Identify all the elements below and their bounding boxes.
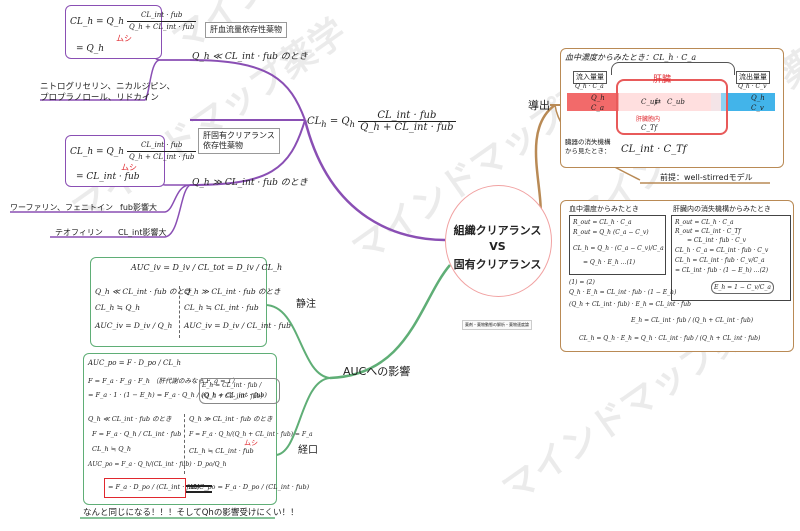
center-title-line2: VS	[489, 240, 506, 253]
po-label: 経口	[298, 445, 318, 456]
derivation-label: 導出	[528, 99, 550, 112]
center-topic[interactable]	[445, 185, 552, 297]
callout-blood-flow-dependent: 肝血流量依存性薬物	[205, 22, 287, 38]
center-title-line1: 組織クリアランス	[453, 224, 542, 237]
iv-formula-box: AUC_iv = D_iv / CL_tot = D_iv / CL_h Q_h…	[90, 257, 291, 347]
highlight-box	[104, 478, 186, 498]
premise-label: 前提：well-stirredモデル	[660, 173, 753, 182]
callout-intrinsic-clearance-dependent: 肝固有クリアランス 依存性薬物	[198, 128, 280, 154]
iv-label: 静注	[296, 299, 316, 310]
derivation-box: 血中濃度からみたとき R_out = CL_h · C_a R_out = Q_…	[560, 200, 794, 352]
mushi-label: ムシ	[244, 439, 258, 447]
case2-effect-fub: fub影響大	[120, 203, 157, 212]
case2-drugs-theophylline: テオフィリン	[55, 228, 103, 237]
case2-drugs-warfarin: ワーファリン、フェニトイン	[10, 203, 114, 212]
mushi-label: ムシ	[116, 34, 132, 43]
liver-diagram-box: 血中濃度からみたとき：CL_h · C_a 肝臓 流入量量 Q_h · C_a …	[560, 48, 784, 168]
case1-condition: Q_h ≪ CL_int · fub のとき	[192, 52, 308, 62]
case1-drugs: ニトログリセリン、ニカルジピン、プロプラノロール、リドカイン	[40, 82, 175, 103]
center-title-line3: 固有クリアランス	[453, 258, 542, 271]
auc-effect-label: AUCへの影響	[343, 365, 411, 378]
po-formula-box: AUC_po = F · D_po / CL_h F = F_a · F_g ·…	[83, 353, 313, 505]
case2-effect-clint: CL_int影響大	[118, 228, 167, 237]
mushi-label: ムシ	[121, 163, 137, 172]
case2-condition: Q_h ≫ CL_int · fub のとき	[192, 178, 308, 188]
green-branch-note: なんと同じになる！！！そしてQhの影響受けにくい！！	[83, 508, 299, 518]
source-tag: 薬剤・薬物動態の解析・薬物速度論	[462, 320, 532, 330]
